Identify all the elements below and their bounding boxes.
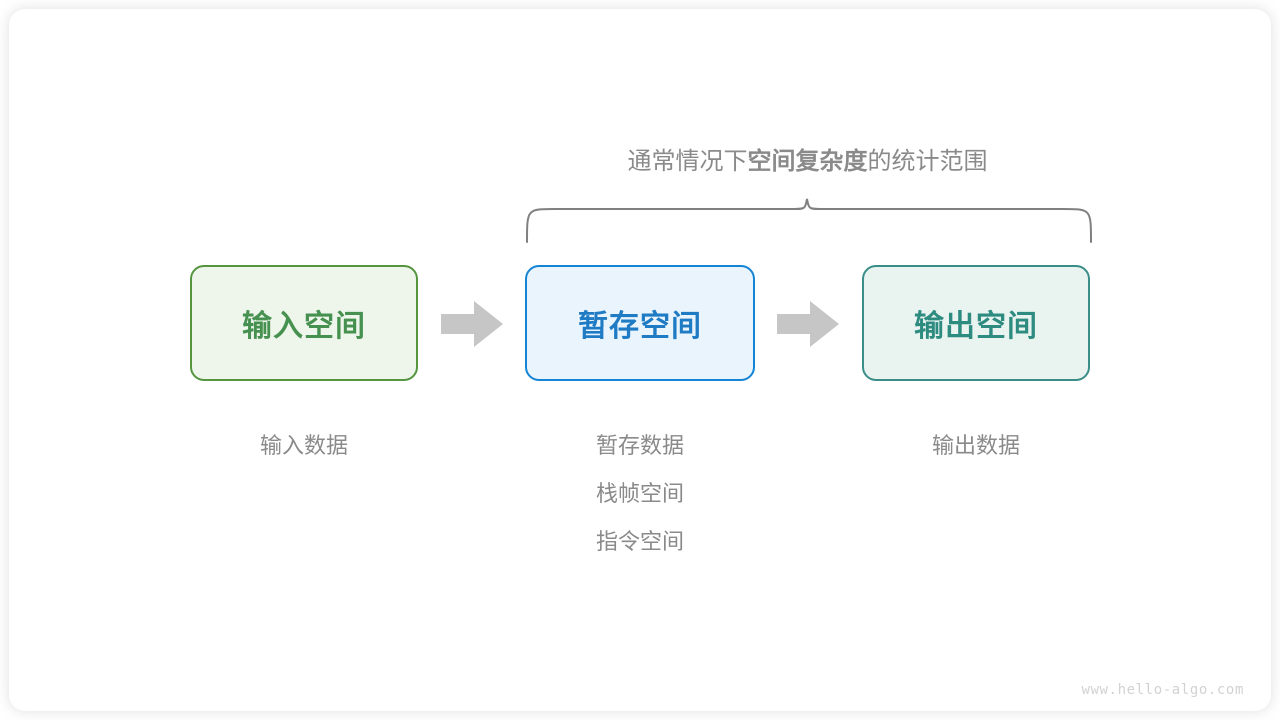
box-temp-space[interactable]: 暂存空间 xyxy=(525,265,755,381)
arrow-input-to-temp-icon xyxy=(441,301,503,347)
brace-caption-prefix: 通常情况下 xyxy=(627,148,748,175)
box-input-space-label: 输入空间 xyxy=(242,310,366,343)
scope-brace-icon xyxy=(526,198,1092,243)
box-temp-space-label: 暂存空间 xyxy=(578,310,702,343)
caption-temp-column: 暂存数据 栈帧空间 指令空间 xyxy=(500,422,780,566)
caption-output-line-1: 输出数据 xyxy=(931,433,1020,458)
brace-caption-suffix: 的统计范围 xyxy=(867,148,988,175)
box-output-space[interactable]: 输出空间 xyxy=(862,265,1090,381)
arrow-temp-to-output-icon xyxy=(777,301,839,347)
watermark: www.hello-algo.com xyxy=(1081,682,1244,698)
caption-temp-line-3: 指令空间 xyxy=(595,529,684,554)
caption-output-column: 输出数据 xyxy=(836,422,1116,470)
caption-input-line-1: 输入数据 xyxy=(259,433,348,458)
caption-input-column: 输入数据 xyxy=(164,422,444,470)
caption-temp-line-1: 暂存数据 xyxy=(595,433,684,458)
brace-caption-emphasis: 空间复杂度 xyxy=(747,148,868,175)
box-output-space-label: 输出空间 xyxy=(914,310,1038,343)
caption-temp-line-2: 栈帧空间 xyxy=(595,481,684,506)
brace-caption: 通常情况下空间复杂度的统计范围 xyxy=(525,145,1090,179)
box-input-space[interactable]: 输入空间 xyxy=(190,265,418,381)
